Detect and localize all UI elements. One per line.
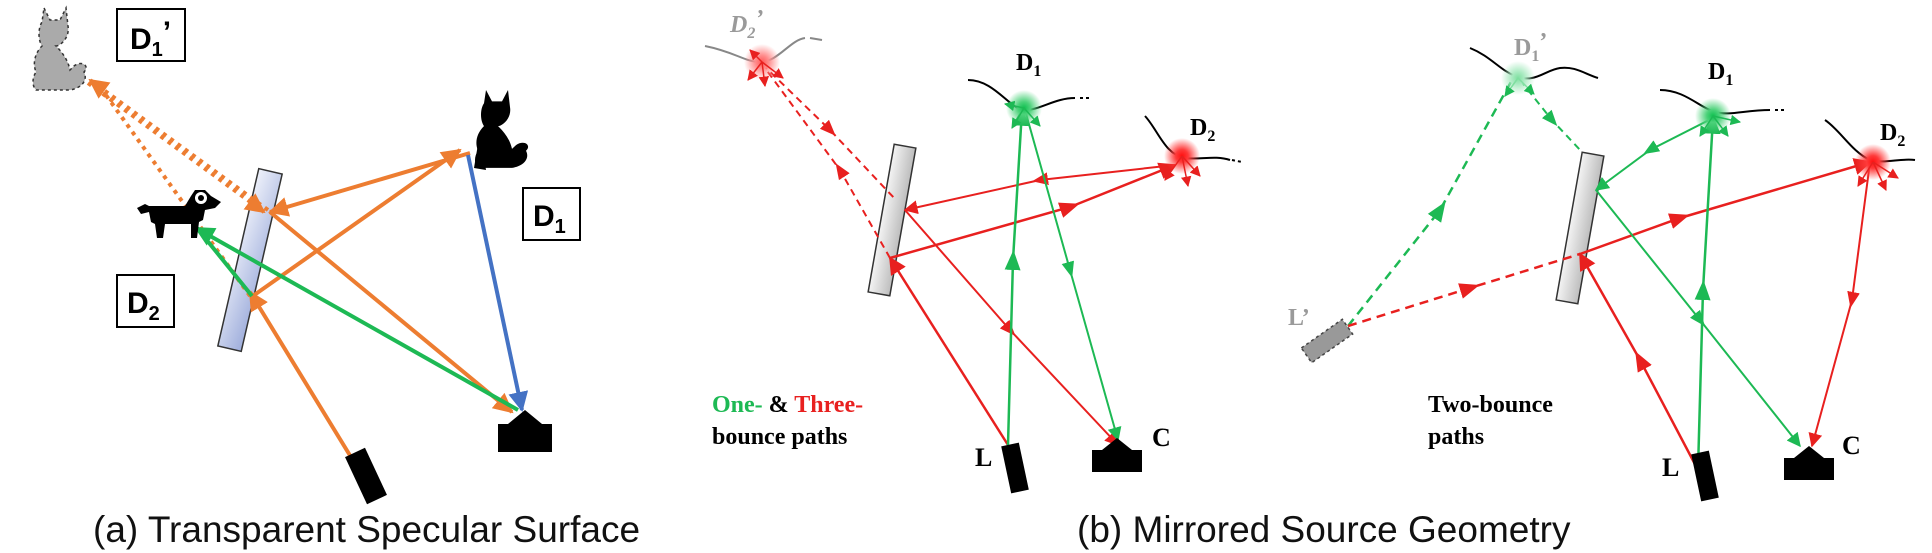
label-d1: D1 xyxy=(1016,50,1041,80)
label-camera: C xyxy=(1842,431,1861,460)
label-d2: D2 xyxy=(1880,120,1905,150)
caption-a: (a) Transparent Specular Surface xyxy=(93,509,640,550)
label-box-d1-prime xyxy=(116,8,186,62)
label-l-prime: L’ xyxy=(1288,305,1310,331)
laser-emitter-icon xyxy=(1691,450,1719,502)
red-path xyxy=(1808,161,1871,448)
green-path xyxy=(1004,108,1030,446)
green-path xyxy=(1694,116,1721,471)
panel-b-right: L’ D1’ D1 xyxy=(1288,29,1916,502)
orange-dotted-path xyxy=(96,82,252,298)
orange-dotted-path xyxy=(86,81,266,214)
legend-one-three: One- & Three- xyxy=(712,392,863,418)
orange-path xyxy=(248,290,367,482)
orange-path xyxy=(268,210,514,414)
camera-icon xyxy=(1092,438,1142,472)
caption-b: (b) Mirrored Source Geometry xyxy=(1077,509,1571,550)
orange-path xyxy=(248,148,462,300)
label-d2-prime: D2’ xyxy=(729,6,763,42)
scatter-arrows xyxy=(1003,100,1041,129)
green-path xyxy=(1594,117,1714,191)
scatter-arrows xyxy=(1504,77,1535,97)
laser-emitter-icon xyxy=(1001,442,1029,494)
green-path xyxy=(1595,189,1801,448)
label-laser: L xyxy=(1662,453,1679,482)
label-d1-prime: D1’ xyxy=(1514,29,1547,65)
label-d1: D1 xyxy=(533,200,566,238)
blue-path xyxy=(466,154,529,412)
label-box-d2 xyxy=(116,274,175,328)
scatter-arrows xyxy=(1857,161,1899,191)
panel-a: D1’ D1 D2 (a) Transparent Specular Surfa… xyxy=(32,5,640,550)
red-path xyxy=(1579,158,1872,256)
label-d1-prime: D1’ xyxy=(130,16,171,61)
green-dashed-path xyxy=(1519,79,1583,153)
green-path xyxy=(194,226,519,412)
cat-silhouette-icon xyxy=(32,5,87,91)
label-d2: D2 xyxy=(1190,115,1215,145)
orange-dotted-path xyxy=(88,78,270,212)
legend-two-bounce: Two-bounce xyxy=(1428,392,1553,418)
label-box-d1 xyxy=(522,187,581,241)
red-path xyxy=(889,162,1177,260)
legend-bounce-paths: bounce paths xyxy=(712,424,847,450)
red-path xyxy=(888,256,1010,446)
red-dashed-path xyxy=(761,63,897,201)
label-d2: D2 xyxy=(127,287,160,325)
dog-silhouette-icon xyxy=(137,190,221,238)
surface-d1-prime xyxy=(1469,47,1599,80)
red-dashed-path xyxy=(761,63,891,259)
laser-emitter-icon xyxy=(345,447,387,505)
label-laser: L xyxy=(975,443,992,472)
red-path xyxy=(903,164,1176,215)
laser-emitter-icon xyxy=(1300,318,1354,364)
green-path xyxy=(1024,109,1122,442)
green-dashed-path xyxy=(1347,79,1514,327)
mirror-surface xyxy=(867,143,917,297)
mirror-surface xyxy=(1555,151,1605,305)
panel-b-left: D2’ D1 D2 L C One- & Three- bounce paths xyxy=(704,6,1243,494)
camera-icon xyxy=(498,410,552,452)
scatter-arrows xyxy=(747,49,784,88)
label-d1: D1 xyxy=(1708,59,1733,89)
orange-path xyxy=(268,151,471,217)
label-camera: C xyxy=(1152,423,1171,452)
scatter-arrows xyxy=(1699,114,1742,137)
red-path xyxy=(1578,252,1700,471)
red-dashed-path xyxy=(1347,252,1581,328)
camera-icon xyxy=(1784,446,1834,480)
scatter-arrows xyxy=(1164,155,1201,188)
cat-silhouette-icon xyxy=(474,90,529,170)
legend-paths: paths xyxy=(1428,424,1484,450)
